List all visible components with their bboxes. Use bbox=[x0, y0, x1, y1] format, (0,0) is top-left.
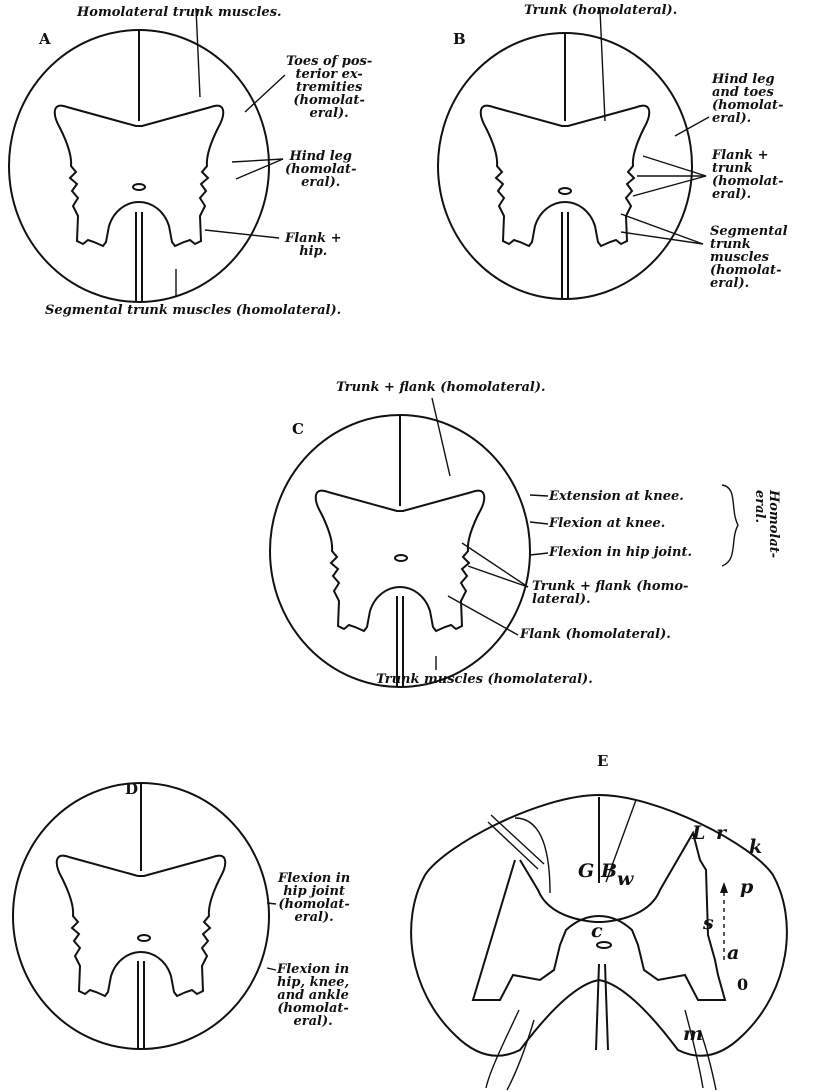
c-flexion-knee-label: Flexion at knee. bbox=[549, 517, 665, 530]
d-flexion-multi-label: Flexion in hip, knee, and ankle (homolat… bbox=[277, 963, 349, 1028]
panel-label-c: C bbox=[292, 420, 304, 438]
c-flank-label: Flank (homolateral). bbox=[520, 628, 671, 641]
panel-label-a: A bbox=[39, 30, 51, 48]
e-letter-g: G bbox=[578, 860, 594, 882]
b-flank-trunk-label: Flank + trunk (homolat- eral). bbox=[712, 149, 783, 201]
panel-c-cord bbox=[270, 398, 738, 687]
e-letter-r: r bbox=[716, 822, 726, 844]
panel-label-e: E bbox=[597, 752, 608, 770]
a-bottom-label: Segmental trunk muscles (homolateral). bbox=[45, 304, 341, 317]
c-extension-knee-label: Extension at knee. bbox=[549, 490, 684, 503]
c-bottom-label: Trunk muscles (homolateral). bbox=[376, 673, 593, 686]
e-letter-k: k bbox=[749, 836, 762, 858]
panel-label-b: B bbox=[453, 30, 466, 48]
e-letter-m: m bbox=[683, 1023, 703, 1045]
e-letter-c: c bbox=[591, 920, 603, 942]
a-flank-hip-label: Flank + hip. bbox=[285, 232, 341, 258]
e-letter-a: a bbox=[727, 942, 739, 964]
a-hind-leg-label: Hind leg (homolat- eral). bbox=[285, 150, 356, 189]
e-letter-s: s bbox=[703, 912, 714, 934]
panel-d-cord bbox=[13, 783, 276, 1049]
b-hind-leg-toes-label: Hind leg and toes (homolat- eral). bbox=[712, 73, 783, 125]
b-top-label: Trunk (homolateral). bbox=[524, 4, 677, 17]
c-trunk-flank-label: Trunk + flank (homo- lateral). bbox=[532, 580, 688, 606]
a-top-label: Homolateral trunk muscles. bbox=[77, 6, 282, 19]
panel-a-cord bbox=[9, 8, 285, 302]
d-flexion-hip-label: Flexion in hip joint (homolat- eral). bbox=[278, 872, 350, 924]
panel-b-cord bbox=[438, 10, 709, 299]
a-toes-label: Toes of pos- terior ex- tremities (homol… bbox=[286, 55, 372, 120]
e-letter-b: B bbox=[601, 860, 617, 882]
e-letter-w: w bbox=[617, 868, 633, 890]
panel-label-d: D bbox=[125, 780, 138, 798]
e-letter-o: 0 bbox=[737, 975, 748, 994]
c-top-label: Trunk + flank (homolateral). bbox=[336, 381, 546, 394]
e-letter-p: p bbox=[740, 876, 753, 898]
c-homolateral-bracket-label: Homolat- eral. bbox=[752, 490, 780, 558]
c-flexion-hip-label: Flexion in hip joint. bbox=[549, 546, 692, 559]
b-segmental-label: Segmental trunk muscles (homolat- eral). bbox=[710, 225, 788, 290]
e-letter-l: L bbox=[692, 822, 705, 844]
